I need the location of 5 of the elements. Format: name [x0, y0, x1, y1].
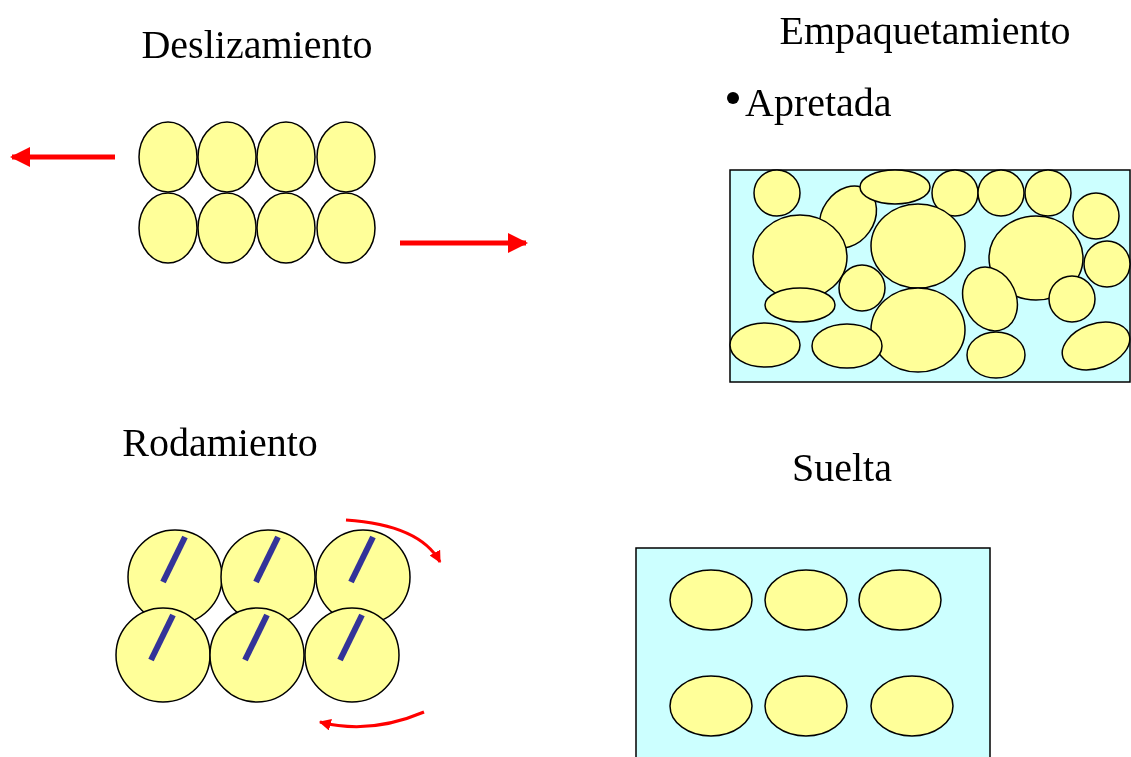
heading: Rodamiento [122, 420, 318, 466]
subheading: Suelta [792, 445, 892, 491]
heading: Deslizamiento [141, 22, 373, 68]
heading: Empaquetamiento [779, 8, 1071, 54]
subheading: Apretada [745, 80, 892, 126]
